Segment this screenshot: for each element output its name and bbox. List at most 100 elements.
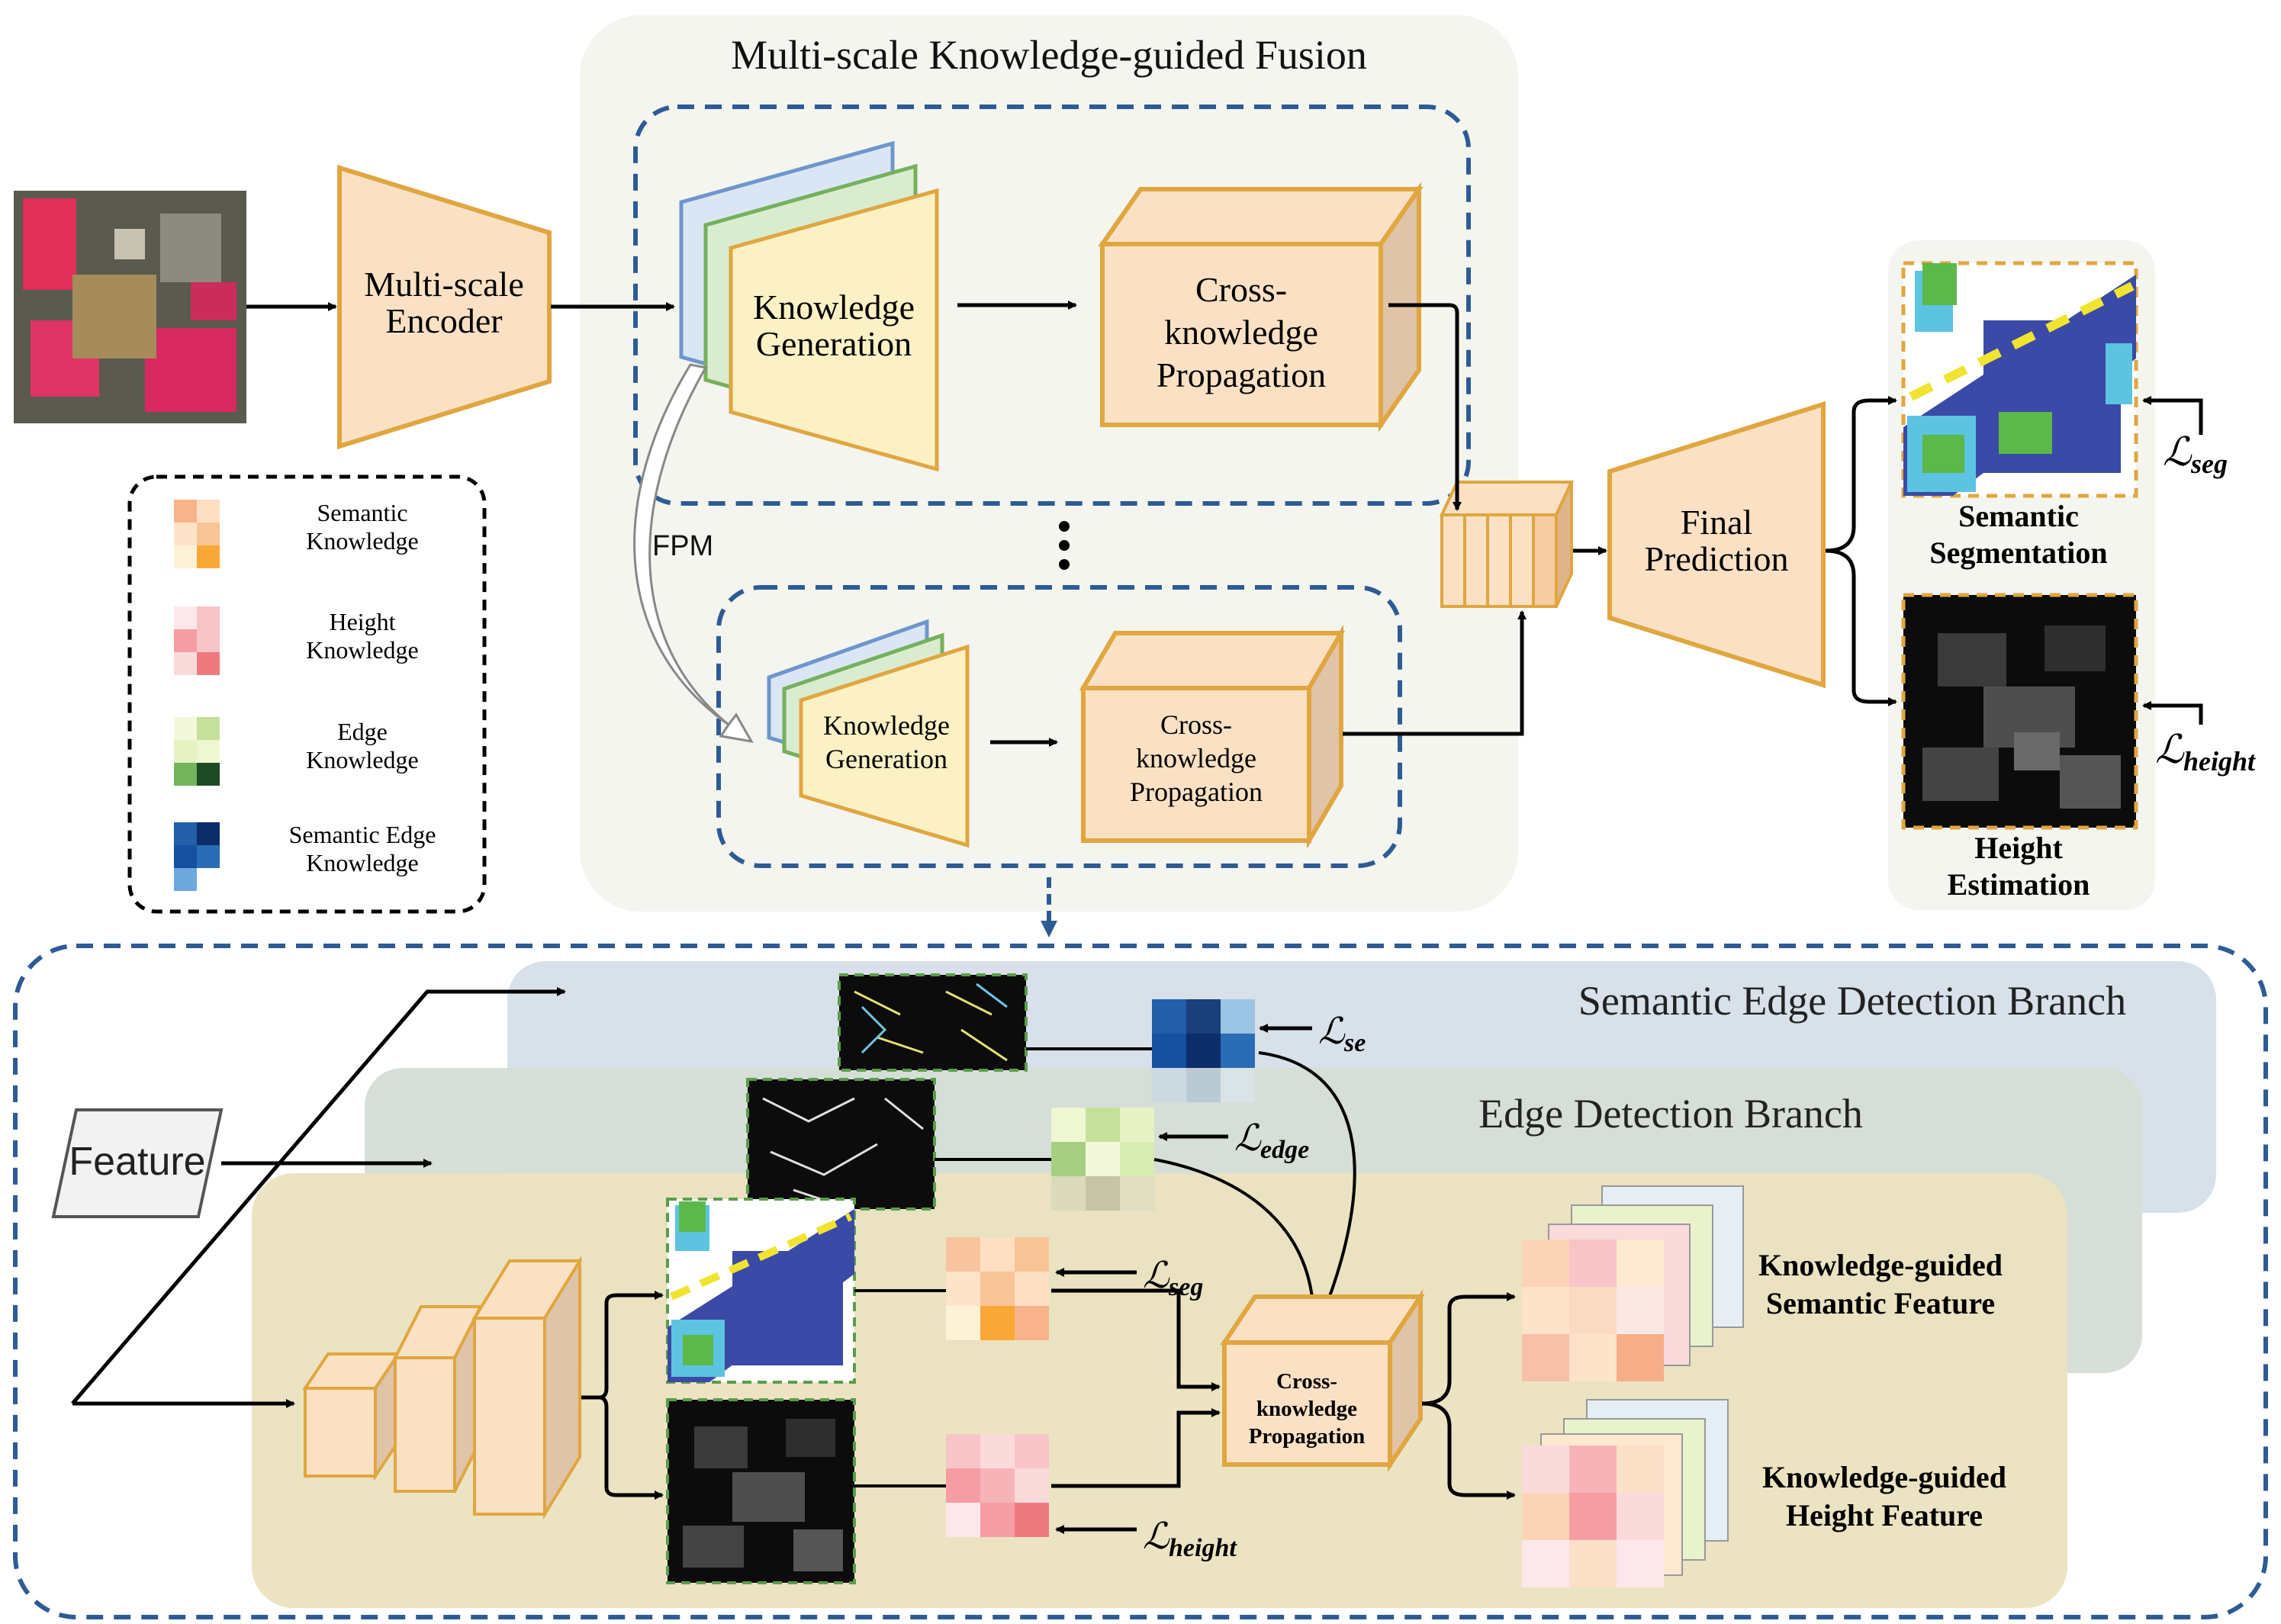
seg-caption-2: Segmentation xyxy=(1929,535,2107,570)
ckp-small-cube xyxy=(1079,624,1346,850)
loss-height-bottom-symbol: ℒ xyxy=(1143,1516,1170,1557)
ckp-small-label-2: knowledge xyxy=(1136,743,1256,773)
loss-height-arrow xyxy=(2142,701,2203,725)
legend-edge-label-1: Edge xyxy=(337,718,388,745)
bottom-height-estimation-map xyxy=(666,1398,856,1584)
kg-semantic-feature-label-1: Knowledge-guided xyxy=(1758,1248,2003,1282)
legend-semantic-swatch xyxy=(174,500,220,568)
kg-semantic-feature-stack xyxy=(1522,1185,1744,1381)
loss-se-symbol: ℒ xyxy=(1318,1011,1346,1052)
bottom-ckp-label-1: Cross- xyxy=(1276,1369,1337,1394)
kg-height-feature-stack xyxy=(1522,1399,1729,1587)
feature-label: Feature xyxy=(69,1140,205,1184)
seg-caption-1: Semantic xyxy=(1958,499,2079,533)
loss-edge-subscript: edge xyxy=(1260,1136,1309,1164)
ckp-to-height-feature xyxy=(1421,1401,1516,1500)
final-prediction-label-2: Prediction xyxy=(1644,539,1788,578)
height-caption-2: Estimation xyxy=(1948,867,2090,902)
ckp-large-label-2: knowledge xyxy=(1164,313,1318,352)
height-caption-1: Height xyxy=(1974,831,2063,865)
kg-height-feature-label-1: Knowledge-guided xyxy=(1762,1460,2006,1494)
bottom-ckp-cube xyxy=(1220,1289,1425,1472)
height-grid-to-ckp xyxy=(1051,1408,1221,1488)
edge-knowledge-grid xyxy=(1051,1108,1154,1211)
legend-box xyxy=(127,474,487,914)
knowledge-generation-large xyxy=(679,140,939,472)
bottom-height-knowledge-grid xyxy=(946,1434,1049,1537)
decoder-cube-2 xyxy=(392,1305,484,1493)
loss-seg-arrow xyxy=(2142,396,2203,435)
ckp-small-label-3: Propagation xyxy=(1130,777,1263,807)
fpm-arrow xyxy=(633,363,754,744)
legend-height-swatch xyxy=(174,606,220,675)
encoder-label-2: Encoder xyxy=(385,301,502,340)
kg-height-feature-label-2: Height Feature xyxy=(1786,1498,1983,1532)
fpm-label: FPM xyxy=(652,530,713,562)
ellipsis-dot xyxy=(1059,540,1070,551)
ckp-to-semantic-feature xyxy=(1421,1292,1516,1406)
legend-semantic-edge-swatch xyxy=(174,822,220,891)
encoder-label-1: Multi-scale xyxy=(364,265,524,304)
bottom-semantic-knowledge-grid xyxy=(946,1237,1049,1340)
semantic-edge-knowledge-grid xyxy=(1152,999,1255,1102)
kg-small-label-1: Knowledge xyxy=(823,710,950,741)
bottom-ckp-label-2: knowledge xyxy=(1256,1397,1357,1421)
decoder-to-height-arrow xyxy=(581,1395,664,1500)
loss-seg-subscript: seg xyxy=(2190,449,2228,479)
knowledge-generation-small xyxy=(767,619,970,848)
loss-se-subscript: se xyxy=(1343,1029,1366,1057)
legend-height-label-1: Height xyxy=(329,608,395,635)
arrow-ckp-small-to-concat xyxy=(1343,610,1527,736)
loss-height-subscript: height xyxy=(2183,746,2256,777)
decoder-cube-1 xyxy=(302,1349,401,1481)
edge-branch-title: Edge Detection Branch xyxy=(1478,1091,1863,1137)
arrow-ckp-large-to-concat xyxy=(1388,303,1462,511)
semantic-edge-branch-title: Semantic Edge Detection Branch xyxy=(1578,978,2126,1024)
input-aerial-image xyxy=(14,191,246,423)
edge-map xyxy=(746,1078,936,1211)
arrow-final-to-seg xyxy=(1825,396,1897,553)
ckp-large-label-3: Propagation xyxy=(1157,355,1326,394)
mkf-title: Multi-scale Knowledge-guided Fusion xyxy=(731,32,1367,78)
legend-edge-swatch xyxy=(174,717,220,786)
se-grid-to-ckp xyxy=(1258,1051,1356,1320)
ckp-large-cube xyxy=(1098,182,1424,433)
loss-edge-symbol: ℒ xyxy=(1234,1118,1262,1159)
feature-input xyxy=(51,1108,224,1218)
legend-semantic-edge-label-2: Knowledge xyxy=(306,849,419,876)
bottom-semantic-segmentation-map xyxy=(666,1198,856,1384)
bottom-ckp-label-3: Propagation xyxy=(1249,1424,1366,1449)
branch-input-lines xyxy=(71,987,566,1405)
mkf-scaleN-box xyxy=(716,585,1402,868)
loss-height-symbol: ℒ xyxy=(2155,728,2185,772)
kg-small-label-2: Generation xyxy=(825,744,947,774)
ckp-large-label-1: Cross- xyxy=(1195,270,1287,309)
seg-grid-to-ckp xyxy=(1051,1288,1221,1391)
ellipsis-dot xyxy=(1059,559,1070,570)
final-prediction xyxy=(1607,400,1826,689)
multi-scale-encoder xyxy=(337,164,552,450)
ellipsis-dot xyxy=(1059,521,1070,532)
loss-seg-symbol: ℒ xyxy=(2163,431,2193,474)
mkf-scale1-box xyxy=(633,105,1471,506)
edge-grid-to-ckp xyxy=(1153,1158,1318,1320)
legend-semantic-label-2: Knowledge xyxy=(306,527,419,555)
loss-seg-bottom-subscript: seg xyxy=(1168,1273,1203,1301)
semantic-segmentation-map xyxy=(1901,261,2138,498)
loss-height-bottom-subscript: height xyxy=(1169,1534,1237,1562)
kg-large-label-2: Generation xyxy=(756,324,912,363)
legend-height-label-2: Knowledge xyxy=(306,636,419,664)
legend-semantic-label-1: Semantic xyxy=(317,499,407,526)
legend-semantic-edge-label-1: Semantic Edge xyxy=(289,821,436,848)
ckp-small-label-1: Cross- xyxy=(1160,709,1232,740)
kg-semantic-feature-label-2: Semantic Feature xyxy=(1766,1286,1995,1320)
kg-large-label-1: Knowledge xyxy=(753,288,915,326)
final-prediction-label-1: Final xyxy=(1681,503,1753,542)
arrow-final-to-height xyxy=(1825,548,1897,706)
legend-edge-label-2: Knowledge xyxy=(306,746,419,773)
bottom-detail-box xyxy=(13,944,2268,1619)
decoder-cube-3 xyxy=(471,1255,583,1520)
feature-concat-stack xyxy=(1439,481,1575,608)
height-estimation-map xyxy=(1901,593,2138,830)
